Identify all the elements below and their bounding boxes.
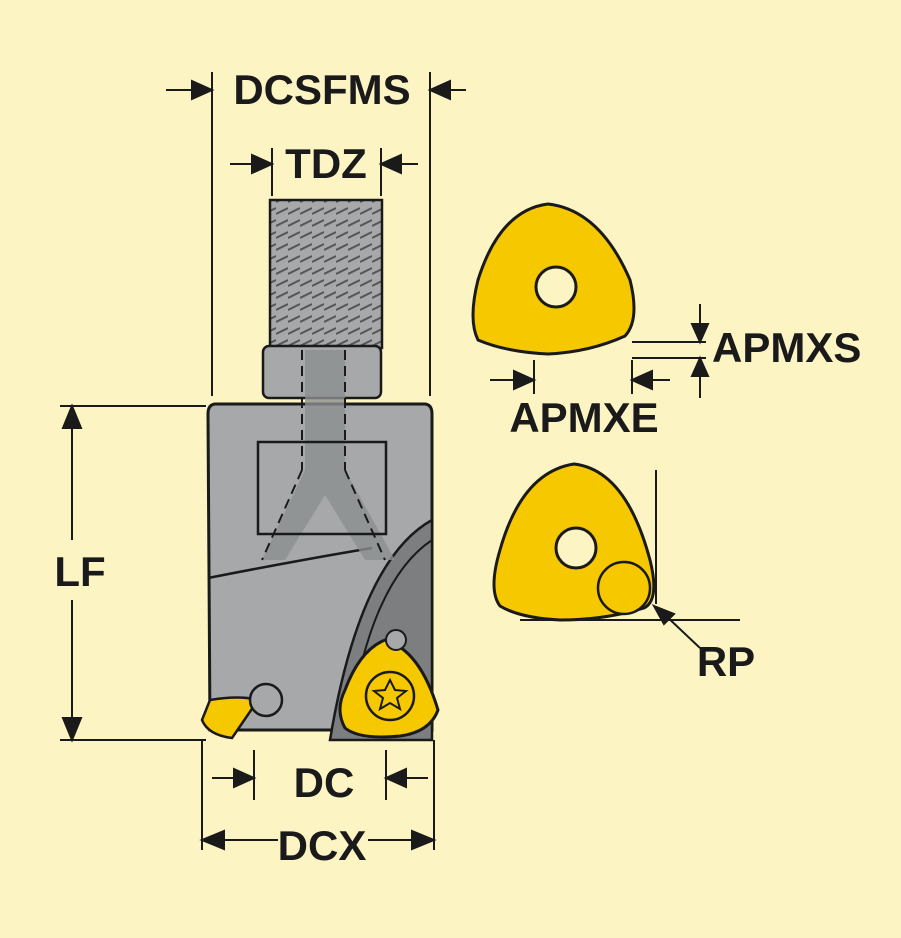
coolant-hidden-line xyxy=(261,469,303,561)
dcx-label: DCX xyxy=(278,822,367,869)
apmxs-label: APMXS xyxy=(712,324,861,371)
dimension-lines xyxy=(60,72,466,851)
body-flat xyxy=(256,440,388,536)
torx-screw-icon xyxy=(364,670,416,722)
trigon-insert-icon xyxy=(471,202,636,356)
rp-label: RP xyxy=(697,638,755,685)
dc-label: DC xyxy=(294,759,355,806)
torx-star-icon xyxy=(371,677,409,712)
end-mill-icon xyxy=(200,198,440,742)
rp-dimension-lines xyxy=(520,470,740,649)
apmxe-label: APMXE xyxy=(509,394,658,441)
left-insert-icon xyxy=(200,696,261,740)
screw-head-icon xyxy=(385,629,407,651)
insert-hole-icon xyxy=(534,265,578,309)
dcsfms-label: DCSFMS xyxy=(233,66,410,113)
insert-hole-icon xyxy=(554,526,598,570)
apmx-dimension-lines xyxy=(490,304,710,398)
coolant-hidden-line xyxy=(344,469,386,561)
lf-label: LF xyxy=(54,548,105,595)
body-step-line xyxy=(207,546,373,580)
threaded-shank xyxy=(268,198,384,350)
trigon-insert-corner-icon xyxy=(492,462,656,622)
left-screw-icon xyxy=(248,682,284,718)
tdz-label: TDZ xyxy=(285,140,367,187)
corner-radius-circle-icon xyxy=(596,560,652,616)
